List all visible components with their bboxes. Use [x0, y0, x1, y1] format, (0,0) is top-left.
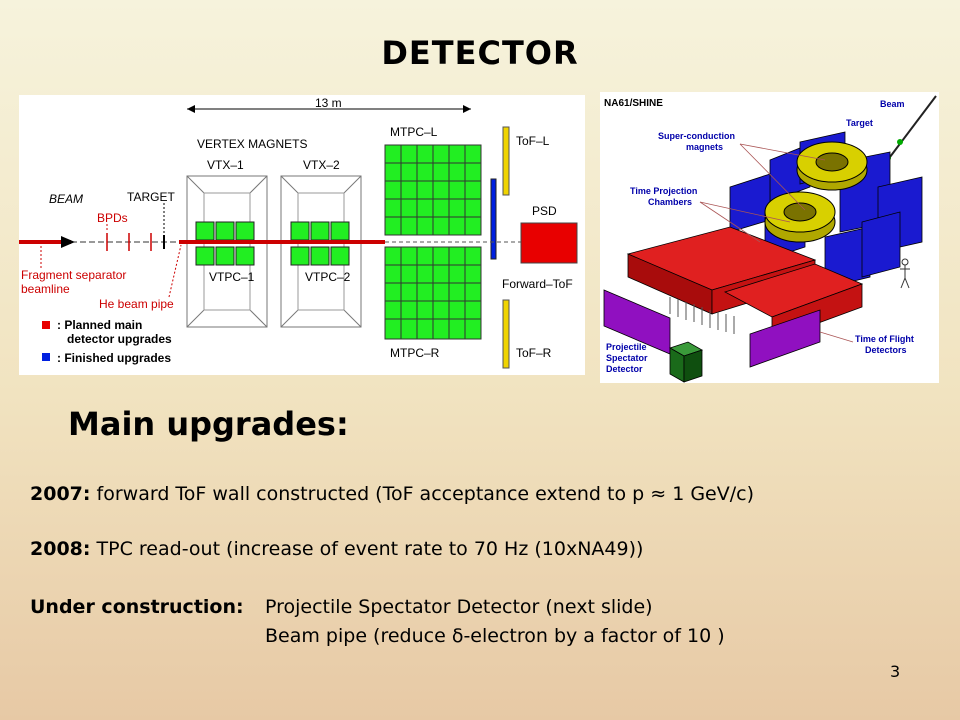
tpc-label: Time Projection	[630, 186, 697, 196]
upgrade-description-psd: Projectile Spectator Detector (next slid…	[265, 596, 653, 618]
magnets-pointer-2	[739, 143, 826, 161]
vtx2-label: VTX–2	[303, 158, 340, 172]
legend-blue-swatch	[42, 353, 50, 361]
bpds-label: BPDs	[97, 211, 128, 225]
detector-schematic: 13 m VERTEX MAGNETS VTX–1 VTX–2 VTPC–1 V…	[19, 95, 585, 375]
tof-label-2: Detectors	[865, 345, 907, 355]
tpc-pointer-2	[699, 201, 791, 223]
arrow-right-icon	[463, 105, 471, 113]
magnets-pointer	[739, 143, 806, 211]
vtpc2-label: VTPC–2	[305, 270, 351, 284]
upgrade-year: 2008:	[30, 538, 91, 560]
beam-label: Beam	[880, 99, 905, 109]
psd-block	[520, 222, 578, 264]
target-label: Target	[846, 118, 873, 128]
forward-tof-label: Forward–ToF	[502, 277, 573, 291]
tof-pointer	[819, 331, 854, 343]
tpc-label-2: Chambers	[648, 197, 692, 207]
tof-l-wall	[502, 126, 510, 196]
length-label: 13 m	[315, 96, 342, 110]
vtx1-label: VTX–1	[207, 158, 244, 172]
experiment-name: NA61/SHINE	[604, 98, 663, 109]
tpc-pointer	[699, 201, 761, 243]
slide-title: DETECTOR	[381, 34, 579, 72]
mtpc-r-label: MTPC–R	[390, 346, 440, 360]
psd-label-3: Detector	[606, 364, 643, 374]
person-figure-icon	[900, 258, 910, 289]
tof-l-label: ToF–L	[516, 134, 550, 148]
superconducting-magnet-1	[796, 141, 868, 191]
magnets-label-2: magnets	[686, 142, 723, 152]
legend-planned-label-2: detector upgrades	[67, 332, 172, 346]
psd-label: Projectile	[606, 342, 647, 352]
detector-3d-svg: NA61/SHINE Beam Target	[603, 95, 937, 383]
vtpc1-label: VTPC–1	[209, 270, 255, 284]
target-label: TARGET	[127, 190, 175, 204]
forward-tof-wall	[490, 178, 497, 260]
tof-label: Time of Flight	[855, 334, 914, 344]
psd-label: PSD	[532, 204, 557, 218]
fragment-separator-label-2: beamline	[21, 282, 70, 296]
upgrade-description: forward ToF wall constructed (ToF accept…	[96, 483, 754, 505]
legend-red-swatch	[42, 321, 50, 329]
upgrade-description-beam-pipe: Beam pipe (reduce δ-electron by a factor…	[265, 625, 725, 647]
legend-finished-label: : Finished upgrades	[57, 351, 171, 365]
upgrade-item-under-construction: Under construction:	[30, 596, 244, 618]
page-number: 3	[890, 662, 901, 681]
vtpc2-chamber	[290, 221, 350, 266]
upgrade-status: Under construction:	[30, 596, 244, 618]
mtpc-r-chamber	[384, 246, 482, 340]
beam-arrow-icon	[61, 236, 75, 248]
upgrade-item-2008: 2008: TPC read-out (increase of event ra…	[30, 538, 643, 560]
upgrade-year: 2007:	[30, 483, 91, 505]
vertex-magnets-label: VERTEX MAGNETS	[197, 137, 307, 151]
detector-3d-illustration: NA61/SHINE Beam Target	[600, 92, 939, 383]
upgrade-description: TPC read-out (increase of event rate to …	[96, 538, 644, 560]
main-upgrades-heading: Main upgrades:	[68, 405, 349, 443]
tof-r-label: ToF–R	[516, 346, 552, 360]
magnets-label: Super-conduction	[658, 131, 735, 141]
bpd-detectors	[106, 233, 152, 251]
mtpc-l-label: MTPC–L	[390, 125, 438, 139]
he-beam-pipe-label: He beam pipe	[99, 297, 174, 311]
arrow-left-icon	[187, 105, 195, 113]
upgrade-item-2007: 2007: forward ToF wall constructed (ToF …	[30, 483, 754, 505]
readout-electronics	[669, 297, 735, 334]
tof-r-wall	[502, 299, 510, 369]
beam-label: BEAM	[49, 192, 83, 206]
vtpc1-chamber	[195, 221, 255, 266]
mtpc-l-chamber	[384, 144, 482, 236]
detector-schematic-svg: 13 m VERTEX MAGNETS VTX–1 VTX–2 VTPC–1 V…	[19, 96, 578, 369]
beam-marker-1	[897, 139, 903, 145]
psd-label-2: Spectator	[606, 353, 648, 363]
legend-planned-label: : Planned main	[57, 318, 142, 332]
projectile-spectator-detector	[669, 341, 703, 383]
he-pipe-pointer	[168, 244, 182, 298]
superconducting-magnet-2	[764, 191, 836, 243]
fragment-separator-label: Fragment separator	[21, 268, 126, 282]
